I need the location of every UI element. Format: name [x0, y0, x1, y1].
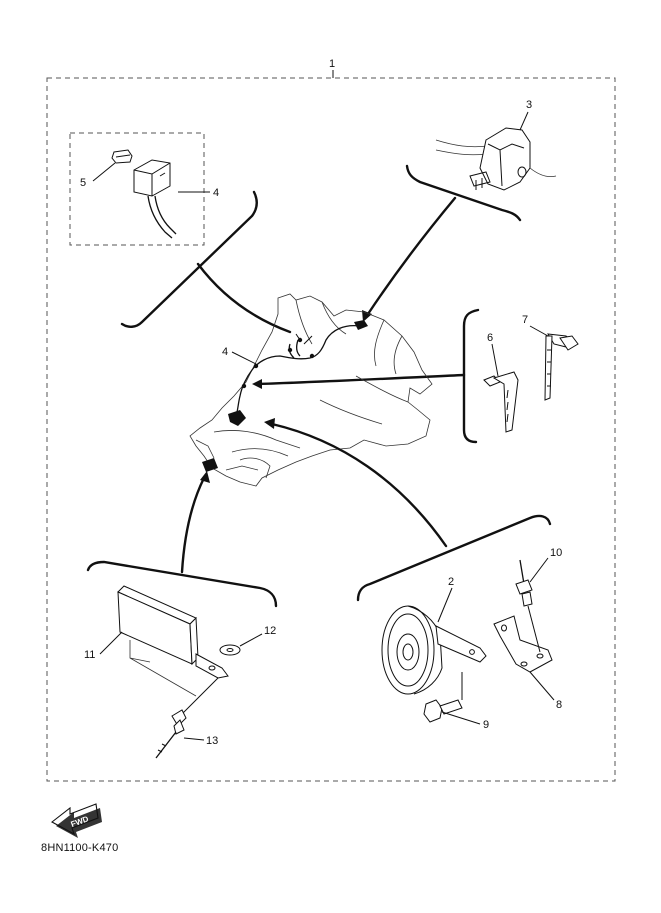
callout-4-inset: 4 — [213, 187, 219, 199]
callout-8-leader — [529, 671, 555, 701]
body-sketch — [189, 293, 433, 487]
bracket-lower-left — [86, 560, 278, 608]
callout-8: 8 — [556, 699, 562, 711]
reflector-11 — [117, 585, 229, 697]
callout-5: 5 — [80, 177, 86, 189]
callout-9: 9 — [483, 719, 489, 731]
horn-2 — [381, 605, 487, 695]
assembly-axis-13 — [179, 677, 219, 717]
callout-4-main: 4 — [222, 346, 228, 358]
callout-12: 12 — [264, 625, 276, 637]
washer-12 — [219, 644, 241, 656]
inset-box — [69, 132, 205, 246]
bolt-9 — [423, 699, 463, 723]
callout-6: 6 — [487, 332, 493, 344]
callout-2: 2 — [448, 576, 454, 588]
callout-3-leader — [519, 111, 529, 131]
leader-inset-to-harness — [196, 262, 292, 334]
callout-4-main-leader — [231, 351, 257, 365]
bracket-right — [462, 308, 480, 444]
bracket-lower-right — [356, 514, 552, 602]
callout-13-leader — [183, 737, 205, 741]
callout-3: 3 — [526, 99, 532, 111]
callout-1: 1 — [329, 58, 335, 70]
fwd-arrow-icon: FWD — [50, 803, 102, 838]
callout-9-leader — [441, 711, 481, 725]
callout-2-leader — [437, 587, 453, 623]
bracket-upper-right — [405, 164, 522, 222]
bracket-8 — [493, 615, 553, 673]
wire-harness-4 — [202, 320, 368, 472]
callout-6-leader — [491, 343, 499, 377]
cable-tie-6 — [483, 371, 519, 433]
drawing-code: 8HN1100-K470 — [41, 842, 119, 854]
callout-11: 11 — [84, 649, 95, 661]
rivet-10 — [515, 559, 533, 607]
callout-10: 10 — [550, 547, 562, 559]
handlebar-switch-3 — [435, 127, 557, 191]
connector-cap-5 — [111, 149, 133, 164]
arrowhead-horn — [264, 418, 275, 429]
leader-reflector-to-body — [180, 476, 206, 574]
assembly-axis-10 — [527, 605, 541, 653]
leader-horn-to-body — [270, 422, 448, 548]
callout-12-leader — [239, 633, 263, 647]
callout-10-leader — [529, 557, 549, 583]
assembly-boundary — [46, 77, 616, 782]
leader-clamps-to-body — [256, 373, 466, 386]
leader-switch-to-harness — [366, 196, 457, 316]
arrowhead-clamps — [252, 379, 262, 389]
relay-box-4-inset — [133, 159, 177, 239]
callout-7: 7 — [522, 314, 528, 326]
callout-7-leader — [529, 325, 549, 337]
cable-tie-7 — [544, 333, 579, 401]
callout-5-leader — [92, 162, 116, 182]
arrowhead-reflector — [200, 471, 210, 483]
arrowhead-switch — [362, 310, 372, 322]
rivet-13 — [155, 709, 187, 759]
callout-11-leader — [99, 631, 123, 655]
bracket-upper-left — [120, 190, 258, 328]
callout-13: 13 — [206, 735, 218, 747]
